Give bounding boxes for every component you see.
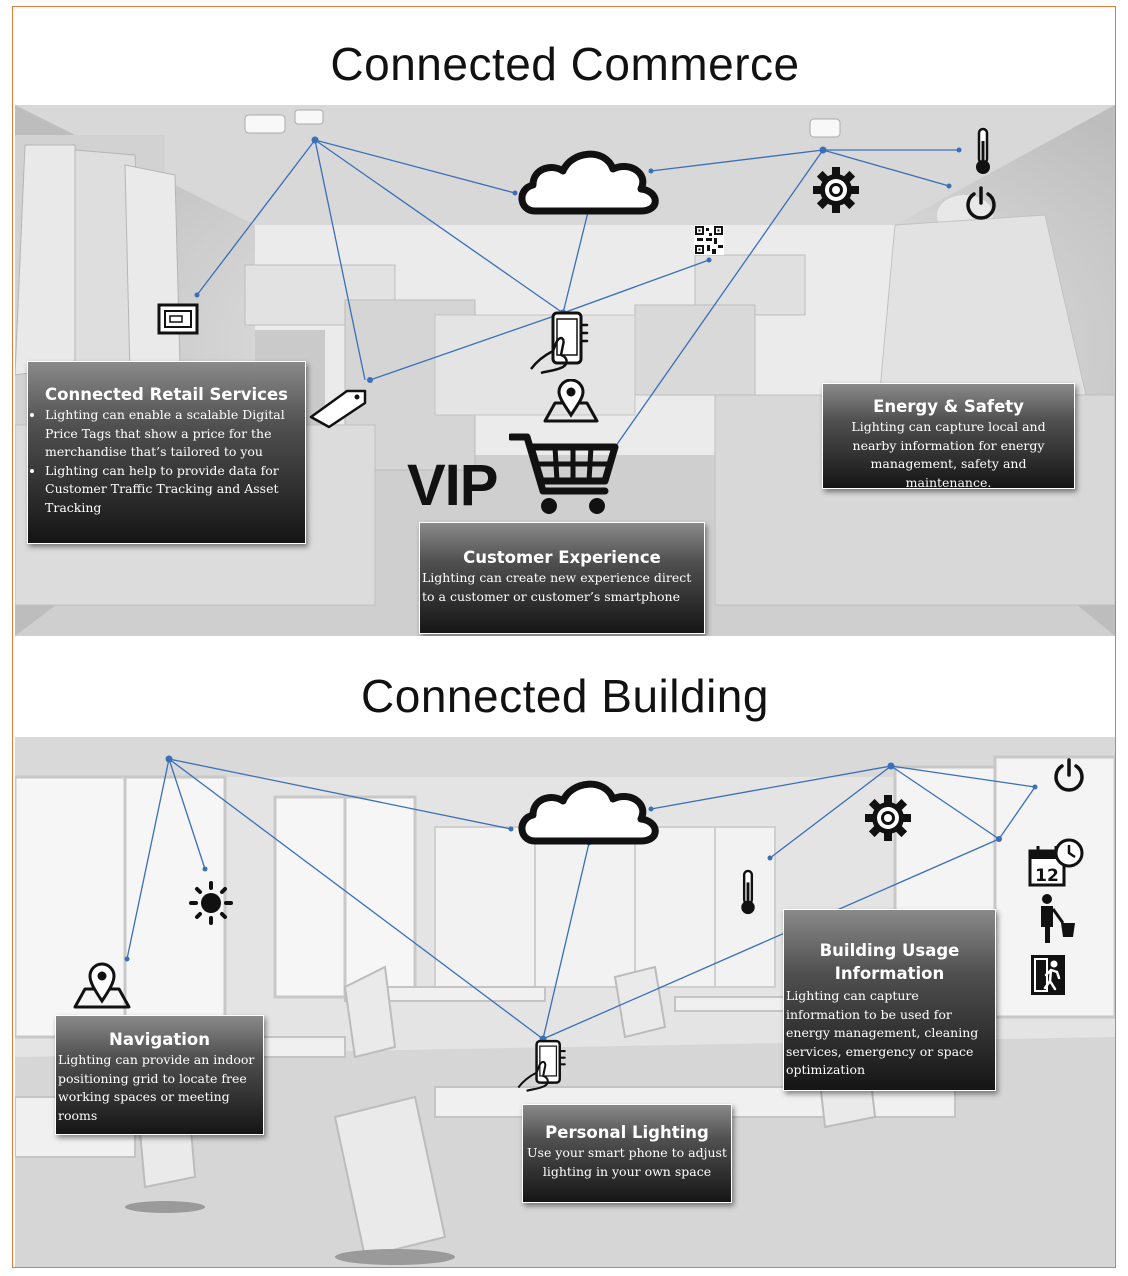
building-scene: 12 Navigation Lighting can provide an in…: [15, 737, 1115, 1267]
cleaner-icon: [1041, 894, 1075, 943]
energy-safety-title: Energy & Safety: [873, 397, 1024, 416]
energy-safety-text: Lighting can capture local and nearby in…: [851, 419, 1046, 490]
energy-safety-callout: Energy & Safety Lighting can capture loc…: [822, 383, 1075, 490]
thermometer-icon: [741, 869, 755, 915]
vip-label: VIP: [407, 453, 498, 518]
cloud-icon: [518, 150, 659, 215]
gear-icon: [813, 167, 859, 213]
power-icon: [1054, 758, 1084, 792]
navigation-callout: Navigation Lighting can provide an indoo…: [55, 1015, 264, 1135]
price-tag-icon: [309, 389, 367, 429]
smartphone-hand-icon: [517, 1039, 566, 1092]
power-icon: [966, 186, 996, 220]
shopping-cart-icon: [509, 433, 619, 514]
commerce-title: Connected Commerce: [330, 38, 800, 90]
map-pin-icon: [543, 379, 599, 423]
building-network-lines: [124, 755, 1038, 1043]
tablet-icon: [157, 303, 199, 335]
building-usage-title: Building Usage Information: [819, 941, 960, 983]
calendar-clock-icon: 12: [1028, 838, 1084, 887]
customer-experience-callout: Customer Experience Lighting can create …: [419, 522, 705, 634]
qr-code-icon: [694, 225, 724, 255]
personal-lighting-text: Use your smart phone to adjust lighting …: [527, 1145, 727, 1179]
retail-services-callout: Connected Retail Services Lighting can e…: [27, 361, 306, 544]
retail-services-list: Lighting can enable a scalable Digital P…: [31, 406, 302, 517]
retail-services-bullet: Lighting can help to provide data for Cu…: [45, 462, 302, 518]
personal-lighting-title: Personal Lighting: [545, 1123, 709, 1142]
calendar-day-text: 12: [1035, 866, 1059, 886]
smartphone-hand-icon: [530, 311, 589, 375]
customer-experience-title: Customer Experience: [463, 548, 661, 567]
commerce-scene: VIP Connected Retail Services Lighting c…: [15, 105, 1115, 636]
map-pin-icon: [73, 962, 131, 1009]
cloud-icon: [518, 780, 659, 845]
personal-lighting-callout: Personal Lighting Use your smart phone t…: [522, 1104, 732, 1203]
retail-services-title: Connected Retail Services: [45, 385, 288, 404]
navigation-title: Navigation: [109, 1030, 210, 1049]
emergency-exit-icon: [1031, 955, 1065, 995]
commerce-network-lines: [194, 136, 962, 453]
navigation-text: Lighting can provide an indoor positioni…: [58, 1052, 255, 1123]
building-title: Connected Building: [361, 670, 769, 722]
thermometer-icon: [976, 127, 990, 174]
building-usage-callout: Building Usage Information Lighting can …: [783, 909, 996, 1091]
retail-services-bullet: Lighting can enable a scalable Digital P…: [45, 406, 302, 462]
infographic-frame: Connected Commerce: [12, 6, 1116, 1268]
customer-experience-text: Lighting can create new experience direc…: [422, 570, 692, 604]
sun-icon: [189, 881, 233, 925]
building-usage-text: Lighting can capture information to be u…: [786, 988, 979, 1077]
gear-icon: [865, 795, 911, 841]
